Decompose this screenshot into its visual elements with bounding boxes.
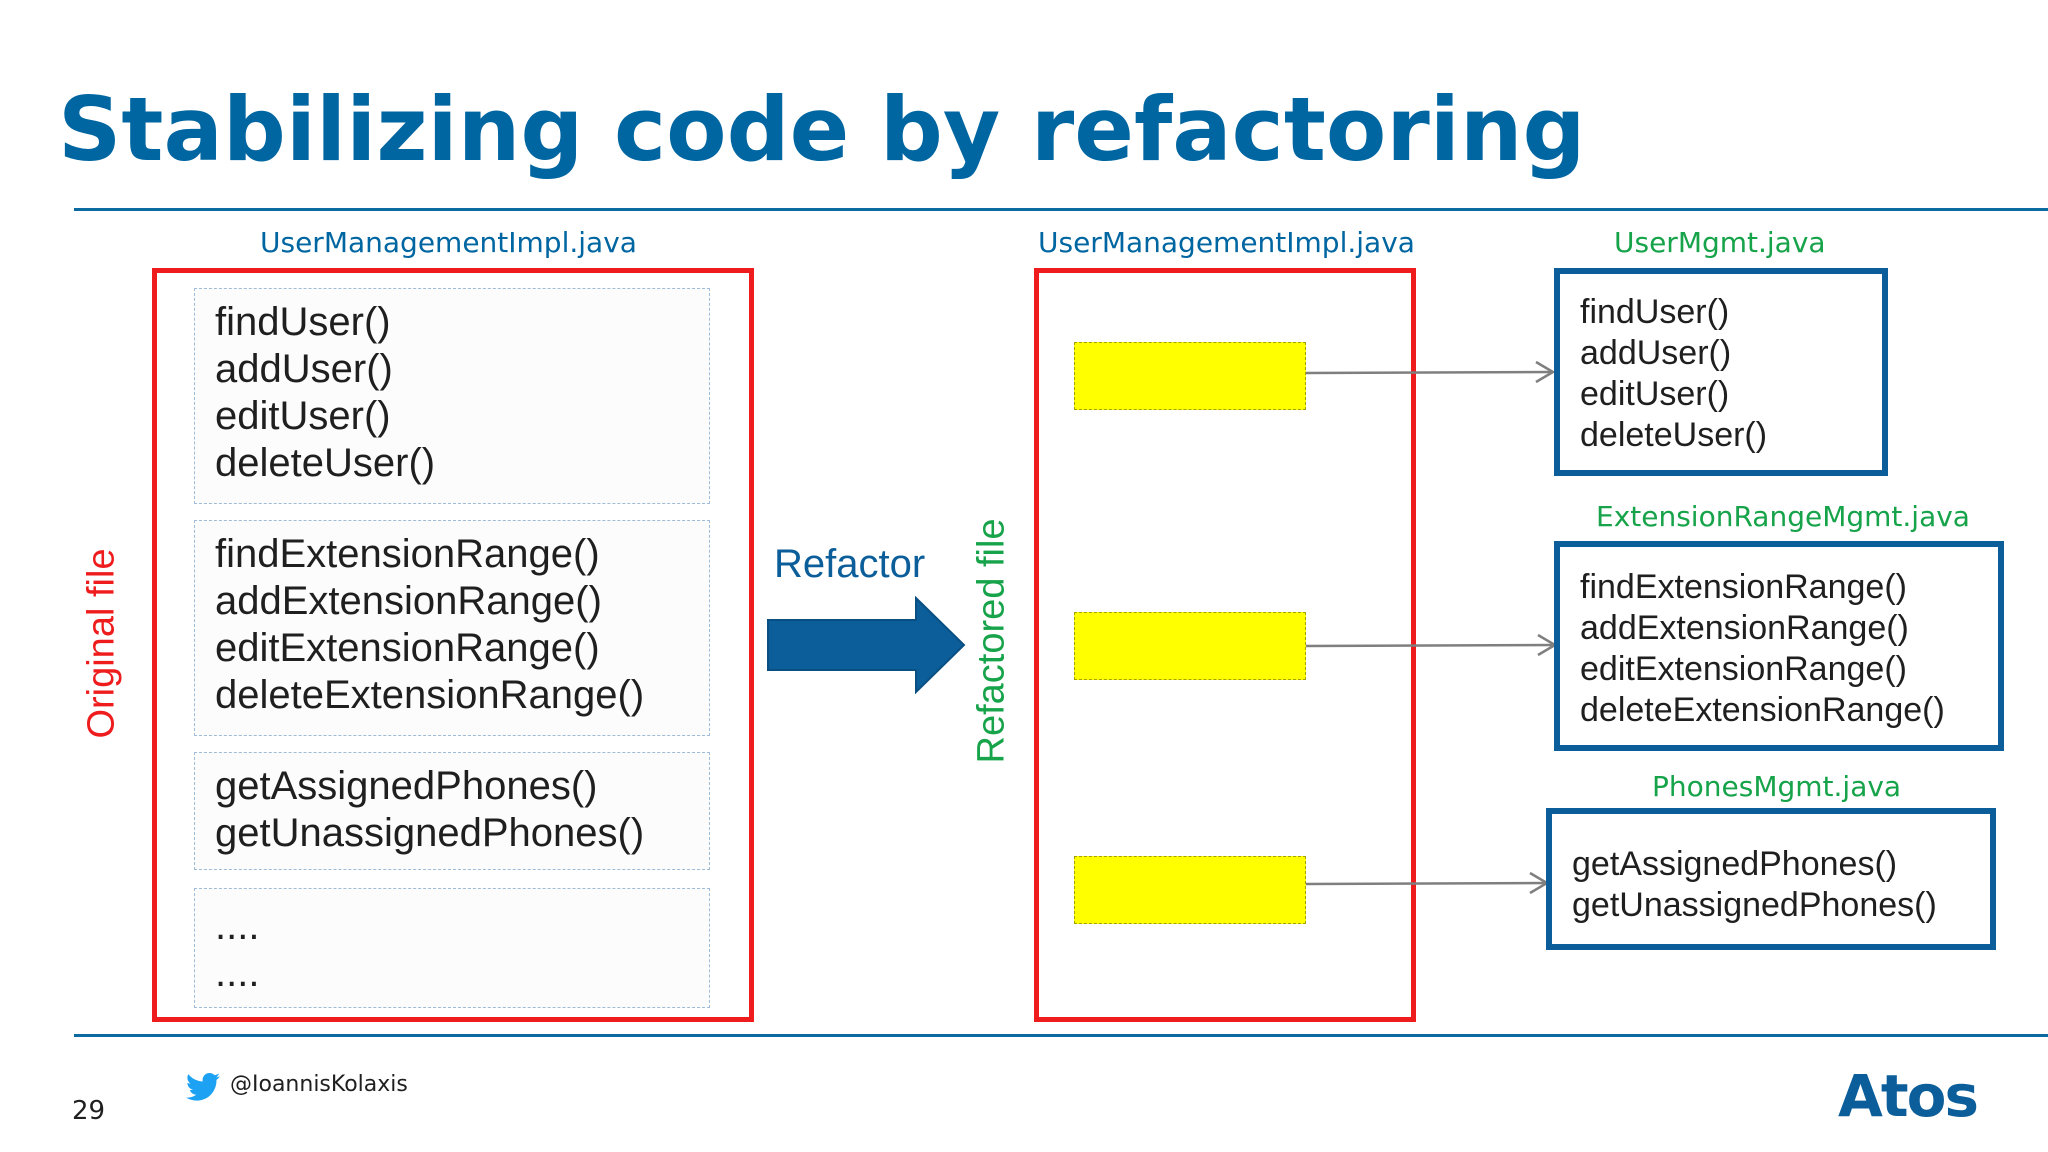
user-mgmt-box: findUser() addUser() editUser() deleteUs… (1554, 268, 1888, 476)
method-find-user: findUser() (215, 300, 391, 344)
extension-range-mgmt-method-add: addExtensionRange() (1580, 609, 1909, 647)
page-number: 29 (72, 1096, 106, 1126)
title-divider (74, 208, 2048, 211)
refactor-label: Refactor (774, 542, 926, 586)
phones-mgmt-method-get-assigned: getAssignedPhones() (1572, 845, 1898, 883)
extension-range-methods-group: findExtensionRange() addExtensionRange()… (194, 520, 710, 736)
method-find-extension-range: findExtensionRange() (215, 532, 600, 576)
method-get-assigned-phones: getAssignedPhones() (215, 764, 598, 808)
other-methods-group: .... .... (194, 888, 710, 1008)
user-mgmt-method-add-user: addUser() (1580, 334, 1732, 372)
user-connector-arrow (1305, 370, 1553, 375)
twitter-handle: @IoannisKolaxis (230, 1072, 408, 1097)
user-methods-group: findUser() addUser() editUser() deleteUs… (194, 288, 710, 504)
refactored-file-name: UserManagementImpl.java (1038, 226, 1415, 259)
user-mgmt-file-name: UserMgmt.java (1614, 226, 1826, 259)
phones-methods-group: getAssignedPhones() getUnassignedPhones(… (194, 752, 710, 870)
phones-connector-arrow (1305, 881, 1547, 886)
extension-range-connector-arrow (1305, 643, 1555, 648)
user-mgmt-method-delete-user: deleteUser() (1580, 416, 1768, 454)
method-delete-extension-range: deleteExtensionRange() (215, 673, 645, 717)
footer-divider (74, 1034, 2048, 1037)
user-mgmt-method-edit-user: editUser() (1580, 375, 1730, 413)
atos-logo: Atos (1838, 1062, 1979, 1130)
method-delete-user: deleteUser() (215, 441, 436, 485)
user-placeholder-block (1074, 342, 1306, 410)
original-file-name: UserManagementImpl.java (260, 226, 637, 259)
slide-title: Stabilizing code by refactoring (58, 78, 1586, 181)
extension-range-mgmt-method-delete: deleteExtensionRange() (1580, 691, 1945, 729)
method-get-unassigned-phones: getUnassignedPhones() (215, 811, 645, 855)
ellipsis-line-2: .... (215, 951, 260, 995)
phones-placeholder-block (1074, 856, 1306, 924)
phones-mgmt-method-get-unassigned: getUnassignedPhones() (1572, 886, 1937, 924)
extension-range-mgmt-method-edit: editExtensionRange() (1580, 650, 1907, 688)
extension-range-mgmt-method-find: findExtensionRange() (1580, 568, 1907, 606)
phones-mgmt-box: getAssignedPhones() getUnassignedPhones(… (1546, 808, 1996, 950)
method-edit-extension-range: editExtensionRange() (215, 626, 600, 670)
method-add-extension-range: addExtensionRange() (215, 579, 602, 623)
user-connector-arrowhead (1535, 360, 1556, 384)
refactor-arrow-icon (767, 596, 966, 694)
method-edit-user: editUser() (215, 394, 391, 438)
method-add-user: addUser() (215, 347, 393, 391)
extension-range-placeholder-block (1074, 612, 1306, 680)
ellipsis-line-1: .... (215, 904, 260, 948)
extension-range-mgmt-file-name: ExtensionRangeMgmt.java (1596, 500, 1970, 533)
phones-mgmt-file-name: PhonesMgmt.java (1652, 770, 1902, 803)
extension-range-mgmt-box: findExtensionRange() addExtensionRange()… (1554, 541, 2004, 751)
user-mgmt-method-find-user: findUser() (1580, 293, 1730, 331)
twitter-bird-icon (186, 1072, 220, 1101)
